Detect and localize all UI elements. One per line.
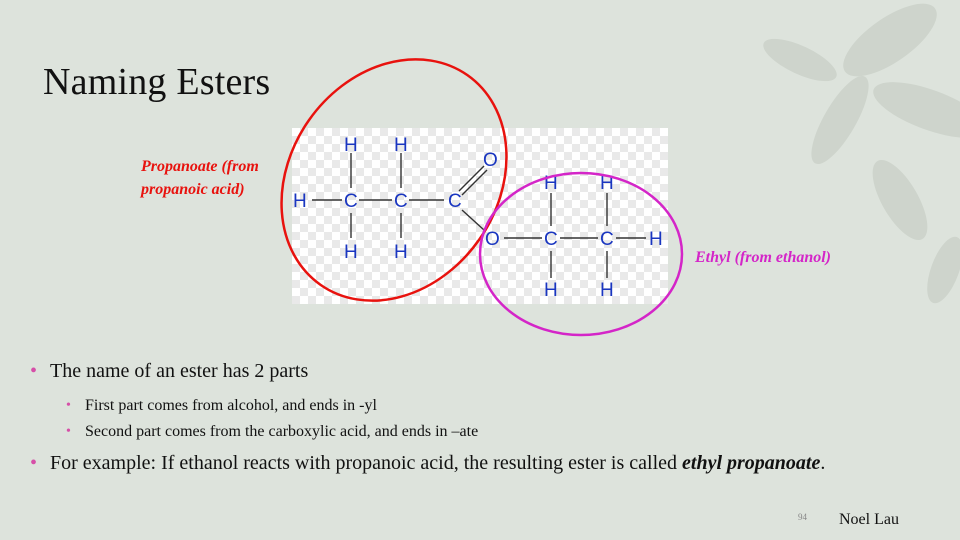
bullet-dot: • (66, 398, 71, 413)
atom-h: H (600, 173, 614, 194)
atom-h: H (394, 242, 408, 263)
bullet-text: For example: If ethanol reacts with prop… (50, 452, 683, 474)
bond-c3-o-double-b (461, 169, 488, 196)
atom-h: H (649, 229, 663, 250)
atom-h: H (394, 135, 408, 156)
sub-bullet-text: First part comes from alcohol, and ends … (85, 397, 377, 414)
leaf-shadow-decoration (763, 3, 960, 304)
ethyl-label: Ethyl (from ethanol) (695, 249, 832, 266)
atom-c: C (544, 229, 558, 250)
propanoate-label: Propanoate (from propanoic acid) (141, 158, 259, 198)
atom-h: H (344, 135, 358, 156)
bullet-text: The name of an ester has 2 parts (50, 360, 309, 382)
bullet-text-end: . (820, 452, 826, 474)
atom-h: H (600, 280, 614, 301)
atom-h: H (544, 280, 558, 301)
sub-bullet-item: • Second part comes from the carboxylic … (30, 421, 860, 443)
bullet-item: • The name of an ester has 2 parts (30, 357, 860, 386)
sub-bullet-item: • First part comes from alcohol, and end… (30, 395, 860, 417)
atom-h: H (344, 242, 358, 263)
page-number: 94 (798, 512, 807, 522)
bond-c3-o-ester (461, 209, 485, 231)
atom-h: H (293, 191, 307, 212)
ester-name-emphasis: ethyl propanoate (682, 452, 821, 474)
atom-c: C (344, 191, 358, 212)
atom-h: H (544, 173, 558, 194)
slide-title: Naming Esters (43, 61, 271, 103)
bullet-dot: • (30, 360, 38, 382)
atom-c: C (448, 191, 462, 212)
bullet-dot: • (66, 424, 71, 439)
bullet-item: • For example: If ethanol reacts with pr… (30, 449, 860, 478)
atom-o: O (485, 229, 500, 250)
bullet-list: • The name of an ester has 2 parts • Fir… (30, 357, 860, 478)
sub-bullet-text: Second part comes from the carboxylic ac… (85, 423, 479, 440)
bond-c3-o-double-a (458, 165, 485, 192)
atom-c: C (394, 191, 408, 212)
author-name: Noel Lau (839, 511, 899, 528)
atom-o: O (483, 150, 498, 171)
ethyl-propanoate-structure: H H H C C C O H H O H H C C H H H (292, 128, 668, 304)
atom-c: C (600, 229, 614, 250)
structural-formula-svg: H H H C C C O H H O H H C C H H H (293, 135, 663, 301)
bullet-dot: • (30, 452, 38, 474)
